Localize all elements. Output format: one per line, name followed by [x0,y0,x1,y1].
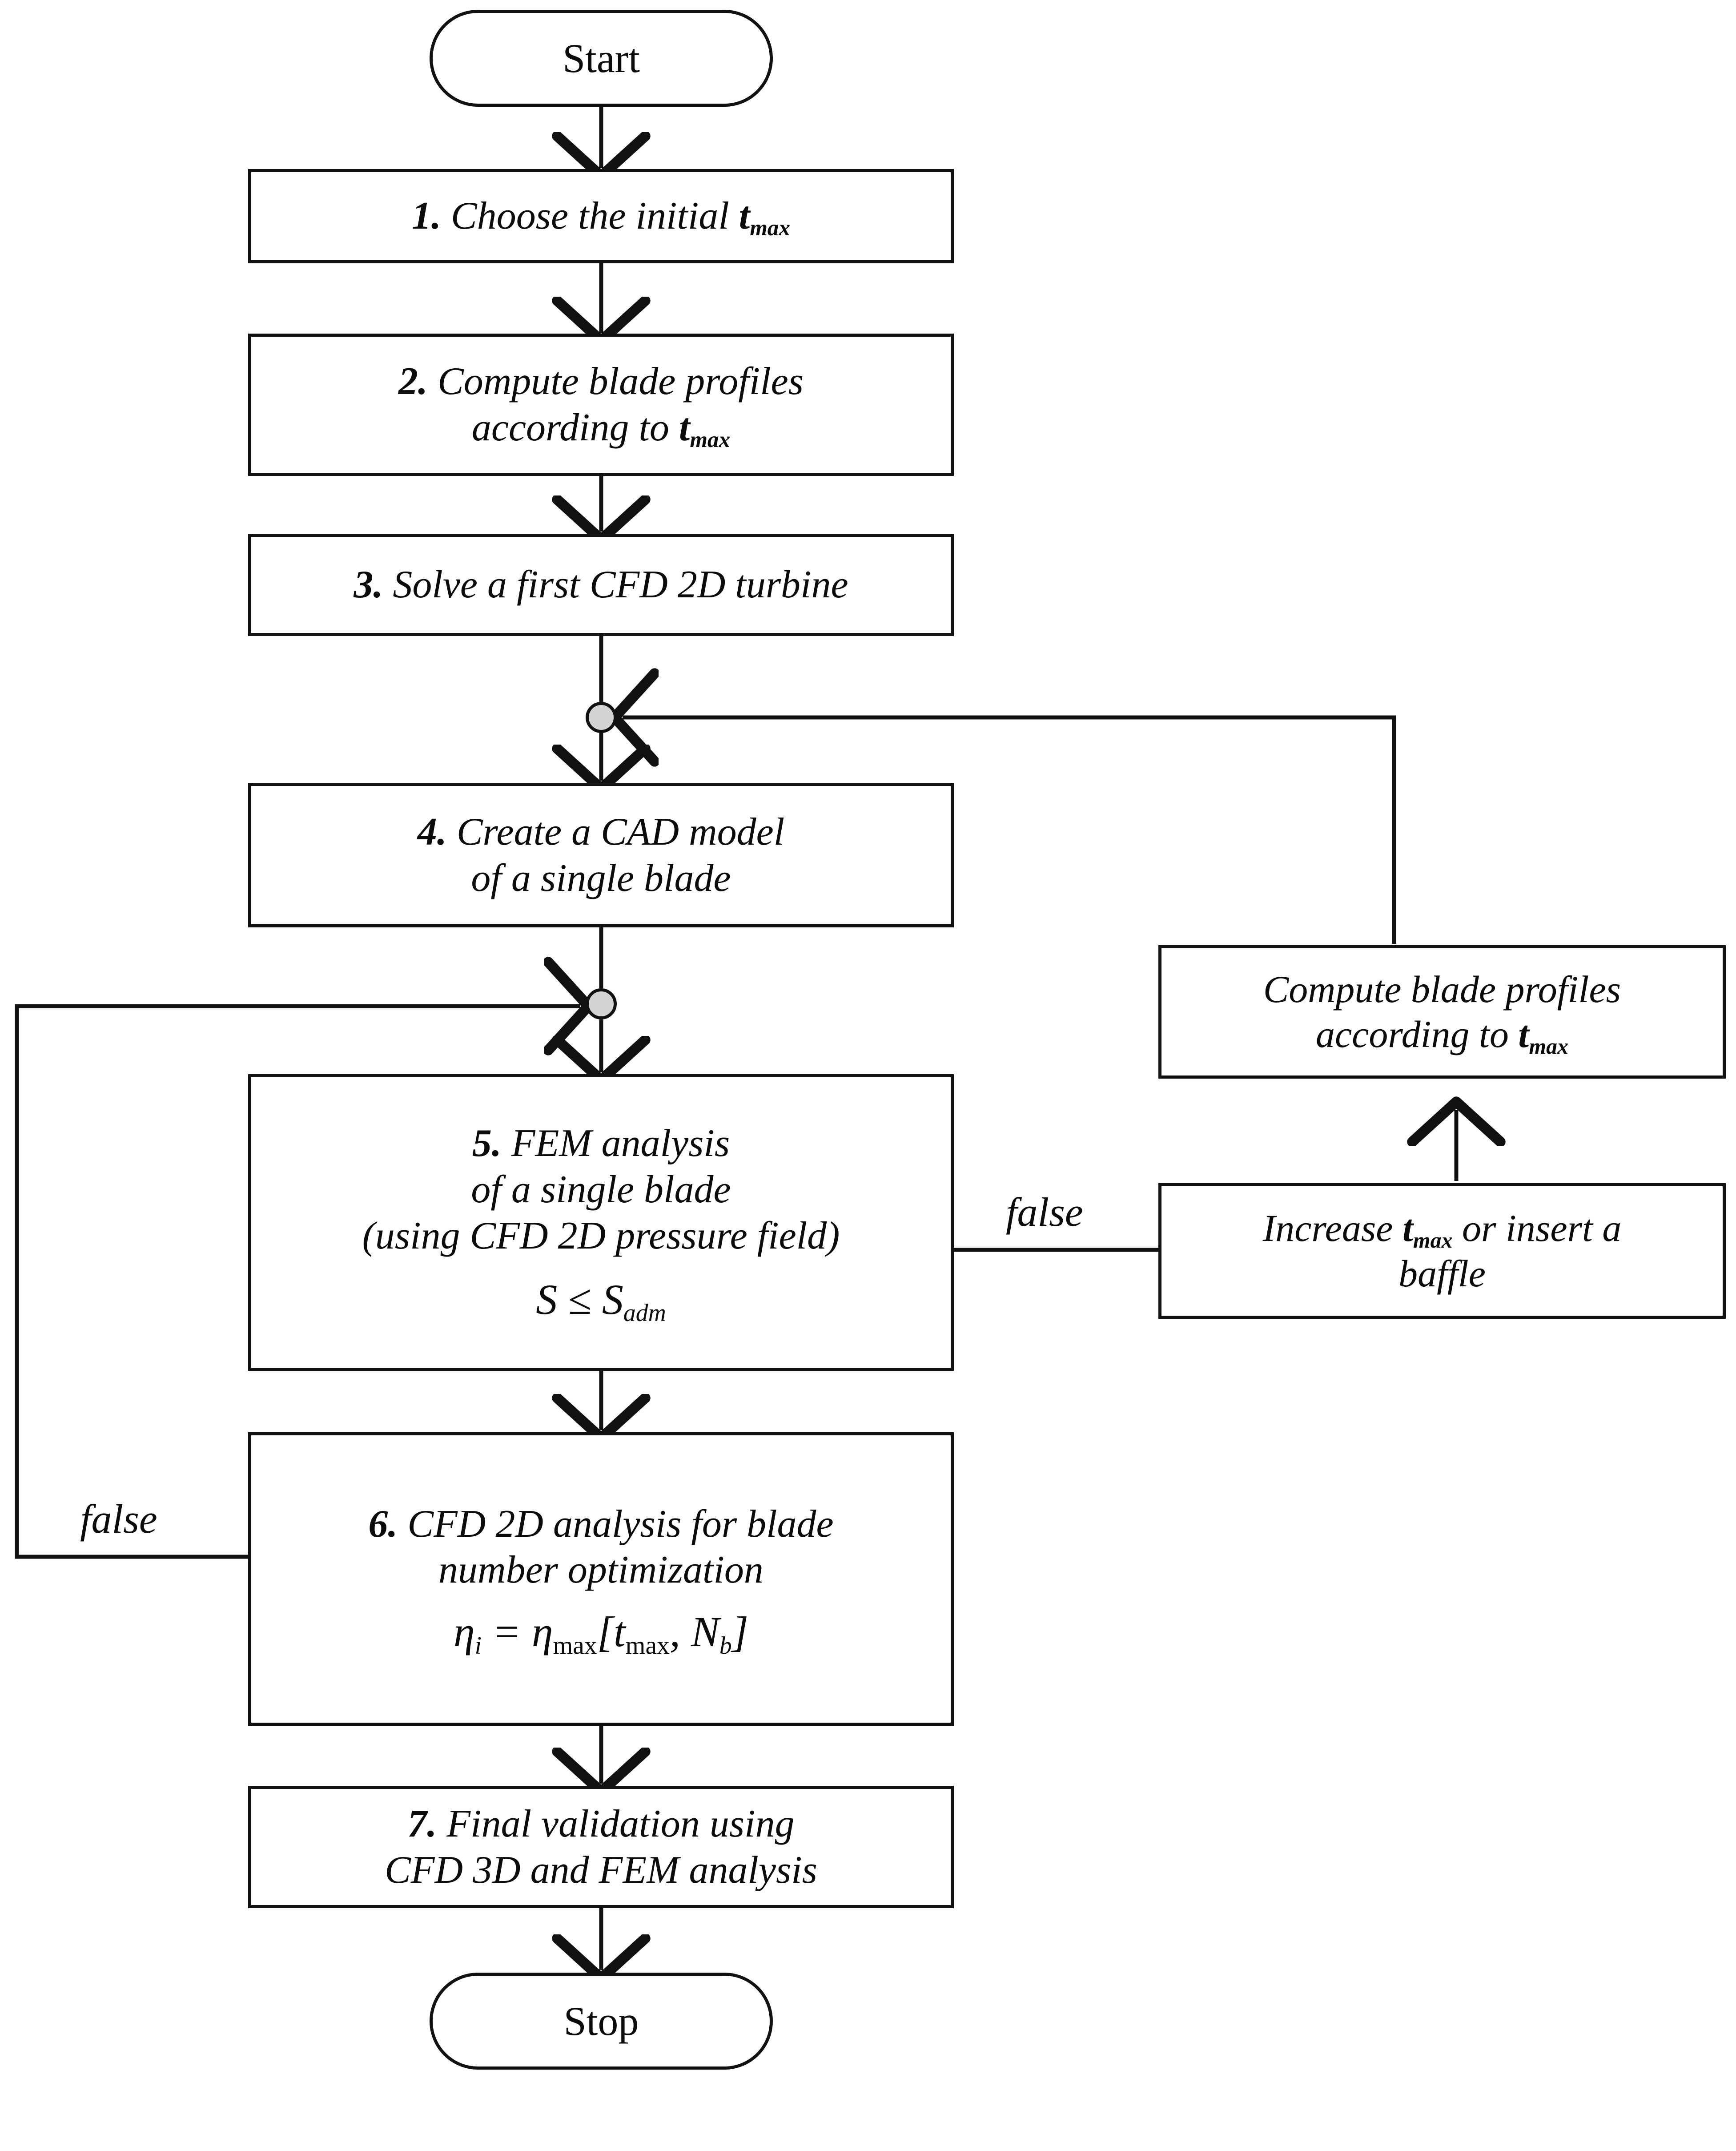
step1-text: Choose the initial [441,194,739,238]
node-increase-tmax[interactable]: Increase tmax or insert a baffle [1158,1183,1726,1319]
step4-number: 4. [417,810,447,854]
step5-line3: (using CFD 2D pressure field) [362,1214,840,1257]
step6-line2: number optimization [438,1548,764,1592]
node-step7-label: 7. Final validation using CFD 3D and FEM… [385,1801,817,1893]
step7-line1: 7. Final validation using [385,1801,817,1847]
edge-recompute-to-junctionA [623,717,1396,944]
step7-number: 7. [407,1802,437,1845]
recompute-line1: Compute blade profiles [1263,967,1621,1011]
node-step4[interactable]: 4. Create a CAD model of a single blade [248,783,954,927]
junction-after-step4 [586,988,617,1019]
step3-number: 3. [354,563,383,607]
step2-var-sub: max [690,427,731,453]
node-step5-label: 5. FEM analysis of a single blade (using… [362,1120,840,1327]
node-step6[interactable]: 6. CFD 2D analysis for blade number opti… [248,1432,954,1726]
step5-line1: 5. FEM analysis [362,1120,840,1167]
step5-text1: FEM analysis [501,1122,730,1165]
step6-eq-N-sub: b [719,1631,732,1660]
step6-equation: ηi = ηmax[tmax, Nb] [368,1607,833,1660]
junction-after-step3 [586,702,617,733]
node-step3[interactable]: 3. Solve a first CFD 2D turbine [248,534,954,636]
node-step7[interactable]: 7. Final validation using CFD 3D and FEM… [248,1786,954,1908]
step5-number: 5. [472,1122,502,1165]
step2-number: 2. [398,360,428,403]
step6-number: 6. [368,1502,398,1546]
step7-text1: Final validation using [437,1802,795,1845]
step5-equation: S ≤ Sadm [362,1274,840,1327]
increase-var-sub: max [1413,1228,1453,1253]
step2-line1: 2. Compute blade profiles [398,358,804,405]
node-recompute-profiles[interactable]: Compute blade profiles according to tmax [1158,945,1726,1079]
step6-line1: 6. CFD 2D analysis for blade [368,1501,833,1547]
step2-text2: according to [471,406,679,449]
edge-label-false-right: false [1001,1188,1088,1236]
step6-eq-t: t [613,1608,626,1656]
step6-text1: CFD 2D analysis for blade [398,1502,834,1546]
node-step4-label: 4. Create a CAD model of a single blade [418,809,784,902]
step4-line2: of a single blade [471,856,731,900]
node-start[interactable]: Start [430,10,773,107]
step3-text: Solve a first CFD 2D turbine [383,563,848,607]
step2-text1: Compute blade profiles [428,360,804,403]
step7-line2: CFD 3D and FEM analysis [385,1848,817,1892]
step1-number: 1. [412,194,442,238]
node-step2[interactable]: 2. Compute blade profiles according to t… [248,334,954,476]
step1-var-t: t [739,194,750,238]
step6-eq-eta2: η [531,1608,553,1656]
recompute-var-sub: max [1529,1034,1568,1059]
node-step1-label: 1. Choose the initial tmax [412,193,790,241]
step6-eq-comma: , [669,1608,691,1656]
step2-var-t: t [679,406,690,449]
node-step1[interactable]: 1. Choose the initial tmax [248,169,954,263]
step5-line2: of a single blade [471,1168,731,1211]
node-increase-label: Increase tmax or insert a baffle [1263,1206,1622,1296]
step6-eq-t-sub: max [625,1631,670,1660]
node-start-label: Start [563,35,640,81]
step6-eq-open: [ [597,1608,614,1656]
increase-line2: baffle [1398,1252,1486,1295]
step5-eq-sub: adm [623,1299,666,1327]
step6-eq-equals: = [482,1608,532,1656]
edge-step6-to-junctionB [15,1006,580,1559]
increase-var-t: t [1402,1207,1413,1250]
edge-label-false-left: false [76,1495,162,1543]
step4-line1: 4. Create a CAD model [418,809,784,855]
step5-eq-main: S ≤ S [536,1275,623,1323]
node-step6-label: 6. CFD 2D analysis for blade number opti… [368,1501,833,1660]
step1-var-sub: max [750,216,790,241]
increase-text2: or insert a [1452,1207,1622,1250]
step6-eq-N: N [691,1608,719,1656]
step6-eq-eta2-sub: max [553,1631,597,1660]
increase-line1: Increase tmax or insert a [1262,1206,1622,1253]
node-step2-label: 2. Compute blade profiles according to t… [398,358,804,453]
node-stop-label: Stop [563,1998,639,2044]
increase-text1: Increase [1262,1207,1402,1250]
step6-eq-close: ] [731,1608,749,1656]
step6-eq-eta: η [453,1608,475,1656]
recompute-text2: according to [1316,1013,1519,1055]
step2-line2: according to tmax [398,405,804,453]
step6-eq-eta-sub: i [474,1631,482,1660]
step4-text1: Create a CAD model [446,810,785,854]
recompute-var-t: t [1518,1013,1529,1055]
node-step5[interactable]: 5. FEM analysis of a single blade (using… [248,1074,954,1371]
node-step3-label: 3. Solve a first CFD 2D turbine [354,562,848,608]
node-stop[interactable]: Stop [430,1973,773,2070]
node-recompute-label: Compute blade profiles according to tmax [1263,967,1621,1059]
recompute-line2: according to tmax [1263,1012,1621,1059]
